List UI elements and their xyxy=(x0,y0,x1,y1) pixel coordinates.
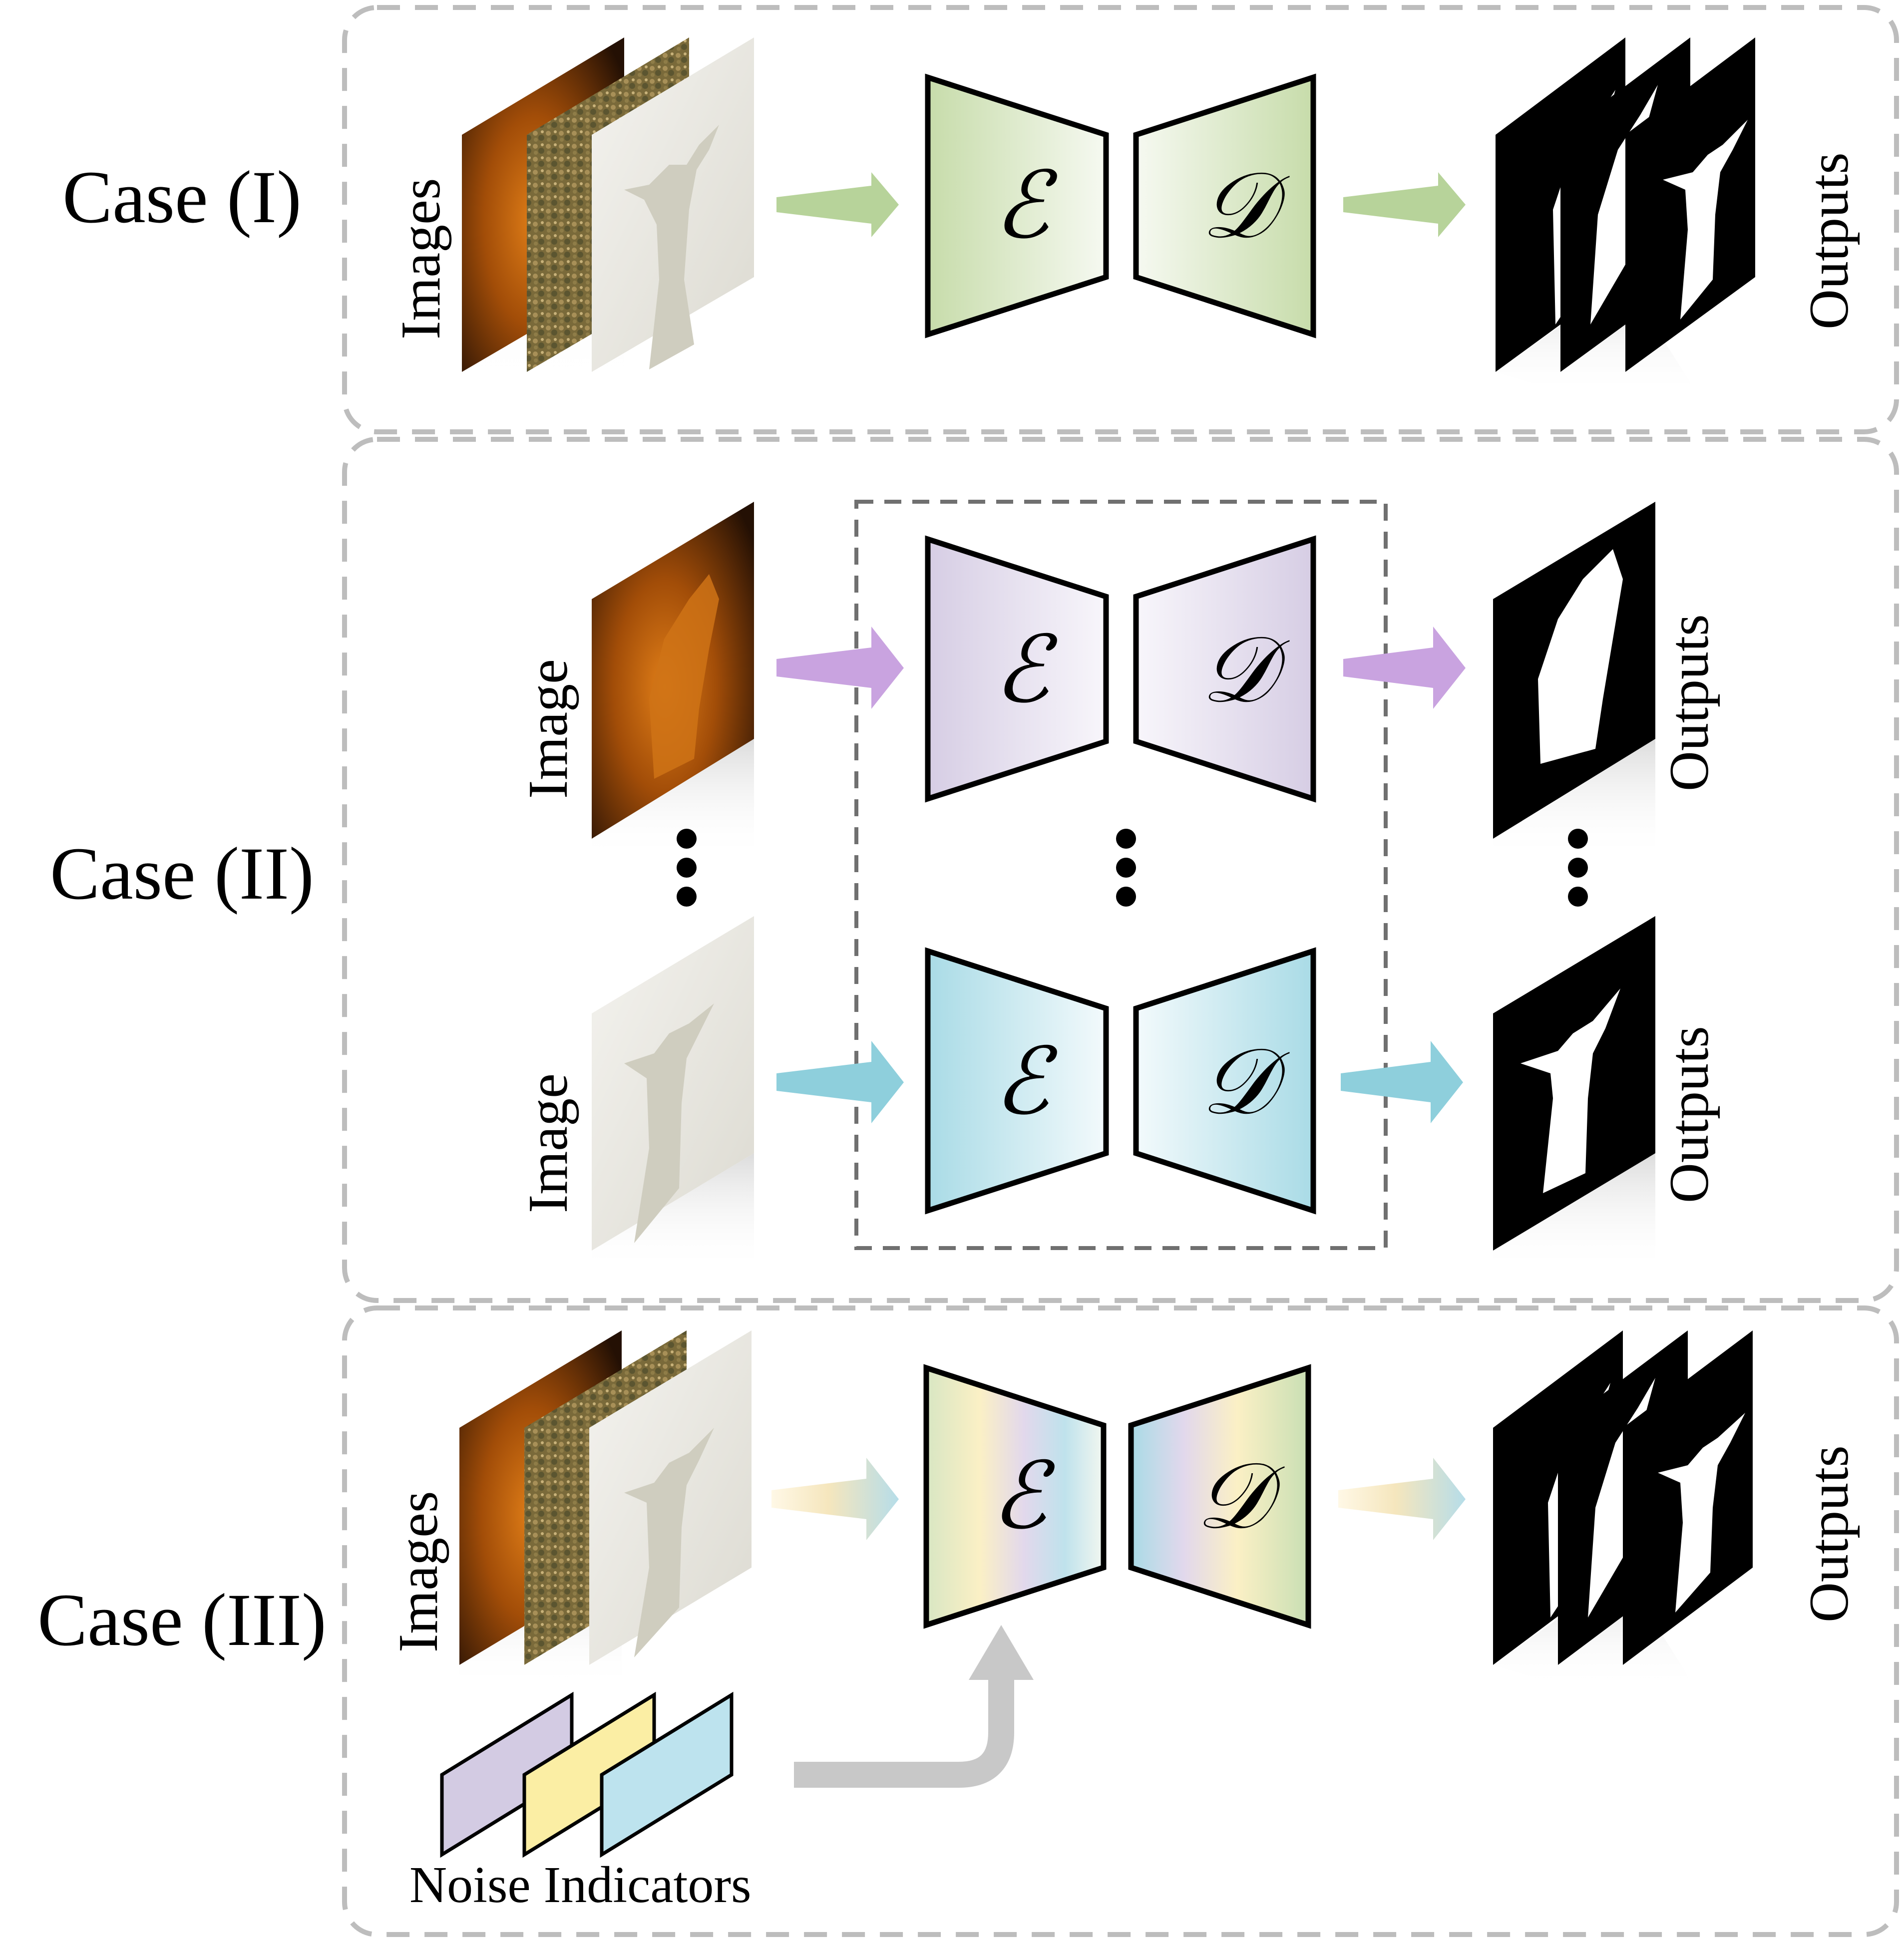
case-1-decoder xyxy=(1133,73,1316,338)
case-2-row-2-encoder-symbol: ℰ xyxy=(994,1027,1058,1135)
statue-figure xyxy=(624,125,719,369)
case-2-row-2-encoder xyxy=(925,947,1109,1215)
case-3-input-stack xyxy=(459,1330,752,1687)
case-3-label: Case (III) xyxy=(37,1579,327,1661)
case-2-row-1-output xyxy=(1493,502,1655,859)
case-2-row-1-decoder xyxy=(1133,535,1316,803)
case-2-row-2-arrow-in xyxy=(776,1041,904,1123)
panel-border-case-3 xyxy=(342,1305,1899,1937)
case-2-row-2-decoder xyxy=(1133,947,1316,1215)
noise-conditioning-arrowhead xyxy=(969,1625,1034,1680)
case-1-encoder-symbol: ℰ xyxy=(994,151,1058,259)
case-3-output-label: Outputs xyxy=(1798,1445,1860,1622)
case-2-row-1-input xyxy=(592,502,754,859)
case-2-row-2-arrow-out xyxy=(1341,1041,1463,1123)
case-2-row-1-arrow-in xyxy=(776,627,904,709)
shared-model-dashed-box xyxy=(854,500,1388,1250)
model-ellipsis xyxy=(1116,829,1136,907)
case-2-row-2-output xyxy=(1493,916,1655,1271)
case-2-row-1-encoder-symbol: ℰ xyxy=(994,616,1058,723)
case-1-arrow-out xyxy=(1343,172,1466,237)
case-1-output-stack xyxy=(1496,37,1755,394)
statue-figure xyxy=(624,1428,714,1657)
case-3-encoder xyxy=(923,1364,1107,1629)
case-1-arrow-in xyxy=(776,172,899,237)
case-2-row-2-input-label: Image xyxy=(517,1073,579,1213)
case-1-output-label: Outputs xyxy=(1798,152,1860,329)
case-2-row-1-input-label: Image xyxy=(517,659,579,799)
panel-border-case-2 xyxy=(342,437,1899,1303)
case-2-label: Case (II) xyxy=(50,832,314,915)
noise-indicator-cards xyxy=(440,1691,734,1858)
statue-figure xyxy=(624,1003,714,1243)
case-1-input-stack xyxy=(462,37,754,397)
case-2-row-2-input xyxy=(592,916,754,1271)
case-2-row-1-output-label: Outputs xyxy=(1658,614,1720,791)
case-3-input-label: Images xyxy=(387,1491,449,1652)
case-1-label: Case (I) xyxy=(62,156,302,239)
cat-figure xyxy=(649,574,719,779)
case-1-input-label: Images xyxy=(390,178,452,339)
noise-indicators-label: Noise Indicators xyxy=(409,1856,751,1914)
case-3-arrow-out xyxy=(1338,1458,1466,1540)
panel-border-case-1 xyxy=(342,5,1899,434)
noise-conditioning-arrow xyxy=(794,1675,1014,1788)
input-ellipsis xyxy=(677,829,697,907)
output-ellipsis xyxy=(1568,829,1588,907)
case-2-row-1-encoder xyxy=(925,535,1109,803)
case-2-row-2-output-label: Outputs xyxy=(1658,1026,1720,1203)
case-1-encoder xyxy=(925,73,1109,338)
noise-indicator-blue xyxy=(600,1691,734,1858)
case-3-encoder-symbol: ℰ xyxy=(991,1442,1056,1550)
case-3-decoder xyxy=(1128,1364,1311,1629)
case-3-arrow-in xyxy=(771,1458,899,1540)
case-3-output-stack xyxy=(1493,1330,1753,1687)
case-2-row-1-arrow-out xyxy=(1343,627,1466,709)
